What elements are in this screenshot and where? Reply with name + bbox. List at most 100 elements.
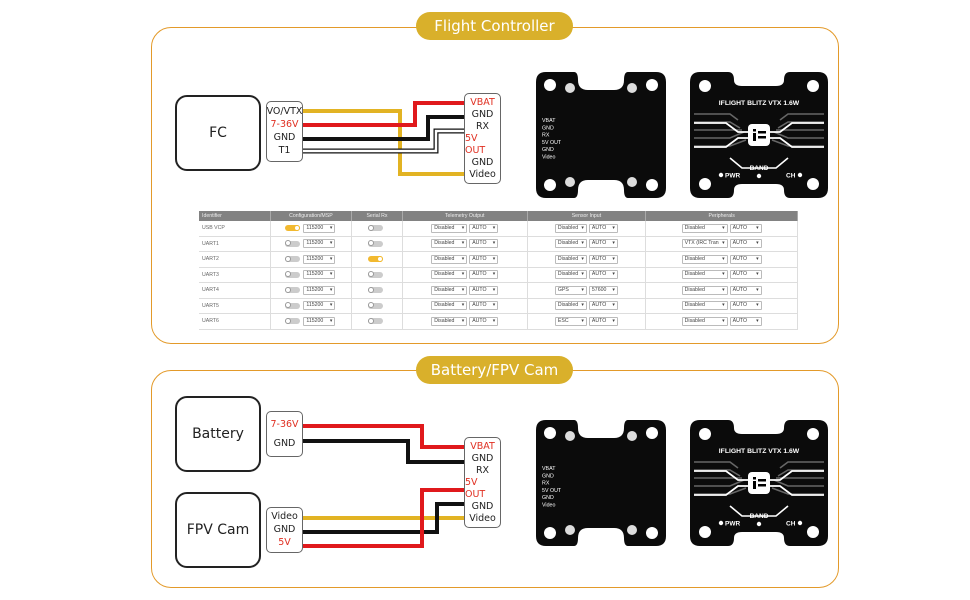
table-row: UART6115200DisabledAUTOESCAUTODisabledAU…: [199, 313, 798, 330]
serial-rx-toggle[interactable]: [368, 271, 384, 278]
pwr-label: PWR: [725, 173, 740, 180]
port-identifier: UART6: [199, 313, 271, 330]
board-trace: [770, 122, 824, 133]
msp-toggle[interactable]: [285, 255, 301, 263]
sensor-select[interactable]: Disabled: [554, 270, 587, 280]
telemetry-baud-select[interactable]: AUTO: [469, 301, 499, 311]
mounting-hole: [807, 428, 819, 440]
ch-led: [797, 172, 803, 178]
board-trace: [779, 461, 824, 469]
fc-device-label: FC: [209, 125, 227, 141]
serial-rx-toggle[interactable]: [368, 255, 384, 263]
battery-cam-title: Battery/FPV Cam: [416, 356, 573, 384]
telemetry-baud-select[interactable]: AUTO: [469, 316, 499, 326]
telemetry-select[interactable]: Disabled: [431, 239, 468, 249]
peripheral-baud-select[interactable]: AUTO: [729, 254, 762, 264]
pin-label: 5V: [278, 536, 291, 548]
mounting-hole: [627, 431, 637, 441]
msp-toggle[interactable]: [285, 271, 301, 278]
telemetry-select[interactable]: Disabled: [431, 301, 468, 311]
serial-rx-toggle[interactable]: [368, 302, 384, 309]
board-trace: [694, 461, 739, 469]
sensor-baud-select[interactable]: AUTO: [588, 301, 618, 311]
peripheral-select[interactable]: Disabled: [681, 223, 728, 233]
pwr-label: PWR: [725, 521, 740, 528]
telemetry-baud-select[interactable]: AUTO: [469, 239, 499, 249]
board-trace: [770, 137, 824, 148]
board-pin-label: RX: [542, 481, 550, 487]
telemetry-select[interactable]: Disabled: [431, 254, 468, 264]
sensor-baud-select[interactable]: AUTO: [588, 254, 618, 264]
msp-toggle[interactable]: [285, 224, 301, 232]
msp-toggle[interactable]: [285, 302, 301, 309]
serial-rx-toggle[interactable]: [368, 286, 384, 294]
peripheral-select[interactable]: Disabled: [681, 254, 728, 264]
msp-toggle[interactable]: [285, 317, 301, 325]
sensor-select[interactable]: Disabled: [554, 254, 587, 264]
peripheral-baud-select[interactable]: AUTO: [729, 301, 762, 311]
peripheral-select[interactable]: Disabled: [681, 301, 728, 311]
sensor-select[interactable]: Disabled: [554, 223, 587, 233]
sensor-baud-select[interactable]: AUTO: [588, 316, 618, 326]
serial-rx-toggle[interactable]: [368, 224, 384, 232]
column-header: Configuration/MSP: [270, 211, 353, 221]
msp-baud-select[interactable]: 115200: [303, 223, 336, 233]
mounting-hole: [646, 79, 658, 91]
peripheral-baud-select[interactable]: AUTO: [729, 316, 762, 326]
port-identifier: UART4: [199, 282, 271, 299]
mounting-hole: [565, 431, 575, 441]
fpv-cam-device-label: FPV Cam: [186, 522, 250, 538]
flight-controller-title: Flight Controller: [416, 12, 573, 40]
sensor-baud-select[interactable]: AUTO: [588, 239, 618, 249]
telemetry-select[interactable]: Disabled: [431, 285, 468, 295]
telemetry-baud-select[interactable]: AUTO: [469, 285, 499, 295]
sensor-select[interactable]: ESC: [554, 316, 587, 326]
msp-baud-select[interactable]: 115200: [303, 301, 336, 311]
table-row: UART5115200DisabledAUTODisabledAUTODisab…: [199, 298, 798, 314]
column-header: Sensor Input: [527, 211, 647, 221]
serial-rx-toggle[interactable]: [368, 317, 384, 325]
pin-label: Video: [469, 169, 496, 180]
battery-power-wire: [303, 424, 464, 449]
board-pin-label: GND: [542, 473, 554, 479]
peripheral-baud-select[interactable]: AUTO: [729, 270, 762, 280]
msp-baud-select[interactable]: 115200: [303, 239, 336, 249]
board-trace: [779, 113, 824, 121]
sensor-baud-select[interactable]: AUTO: [588, 223, 618, 233]
peripheral-select[interactable]: Disabled: [681, 270, 728, 280]
msp-toggle[interactable]: [285, 240, 301, 247]
port-identifier: UART5: [199, 298, 271, 314]
board-trace: [694, 113, 739, 121]
telemetry-baud-select[interactable]: AUTO: [469, 223, 499, 233]
msp-baud-select[interactable]: 115200: [303, 270, 336, 280]
serial-rx-toggle[interactable]: [368, 240, 384, 247]
telemetry-baud-select[interactable]: AUTO: [469, 254, 499, 264]
telemetry-select[interactable]: Disabled: [431, 223, 468, 233]
board-outline: [536, 420, 666, 546]
mounting-hole: [544, 179, 556, 191]
msp-baud-select[interactable]: 115200: [303, 254, 336, 264]
mounting-hole: [544, 79, 556, 91]
sensor-select[interactable]: Disabled: [554, 301, 587, 311]
msp-toggle[interactable]: [285, 286, 301, 294]
sensor-select[interactable]: Disabled: [554, 239, 587, 249]
telemetry-select[interactable]: Disabled: [431, 316, 468, 326]
ch-label: CH: [786, 173, 796, 180]
peripheral-baud-select[interactable]: AUTO: [729, 239, 762, 249]
peripheral-baud-select[interactable]: AUTO: [729, 285, 762, 295]
telemetry-baud-select[interactable]: AUTO: [469, 270, 499, 280]
peripheral-select[interactable]: Disabled: [681, 285, 728, 295]
telemetry-select[interactable]: Disabled: [431, 270, 468, 280]
msp-baud-select[interactable]: 115200: [303, 316, 336, 326]
pin-label: GND: [273, 132, 296, 144]
sensor-baud-select[interactable]: AUTO: [588, 270, 618, 280]
sensor-select[interactable]: GPS: [554, 285, 587, 295]
peripheral-select[interactable]: Disabled: [681, 316, 728, 326]
board-pin-label: Video: [542, 155, 556, 161]
sensor-baud-select[interactable]: 57600: [588, 285, 618, 295]
peripheral-baud-select[interactable]: AUTO: [729, 223, 762, 233]
peripheral-select[interactable]: VTX (IRC Tran: [681, 239, 728, 249]
msp-baud-select[interactable]: 115200: [303, 285, 336, 295]
